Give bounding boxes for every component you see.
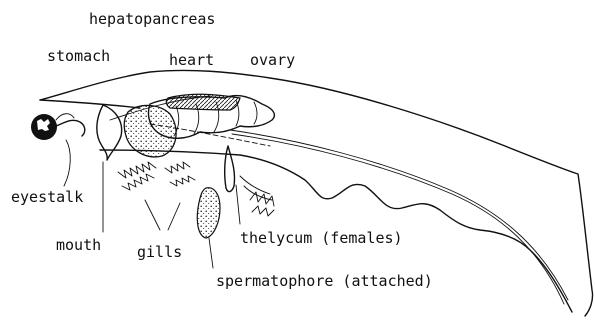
label-ovary: ovary	[250, 51, 295, 69]
leader-gills-1	[145, 200, 160, 230]
leader-spermatophore	[209, 238, 213, 268]
gills-drawing	[118, 162, 195, 190]
pleopods-drawing	[250, 192, 274, 216]
hepatopancreas-organ	[124, 105, 176, 156]
stomach-organ	[97, 105, 122, 160]
rostrum-spine	[40, 100, 140, 108]
label-spermatophore: spermatophore (attached)	[216, 272, 433, 290]
thelycum-organ	[225, 146, 235, 192]
eyestalk-drawing	[56, 120, 85, 136]
label-thelycum: thelycum (females)	[240, 229, 403, 247]
label-gills: gills	[137, 243, 182, 261]
label-stomach: stomach	[47, 47, 110, 65]
leader-thelycum	[236, 185, 240, 224]
label-hepatopancreas: hepatopancreas	[89, 10, 215, 28]
label-eyestalk: eyestalk	[11, 188, 83, 206]
spermatophore-organ	[197, 188, 220, 238]
label-mouth: mouth	[56, 236, 101, 254]
leader-gills-2	[168, 203, 180, 230]
leader-eyestalk	[64, 140, 70, 186]
label-heart: heart	[169, 51, 214, 69]
